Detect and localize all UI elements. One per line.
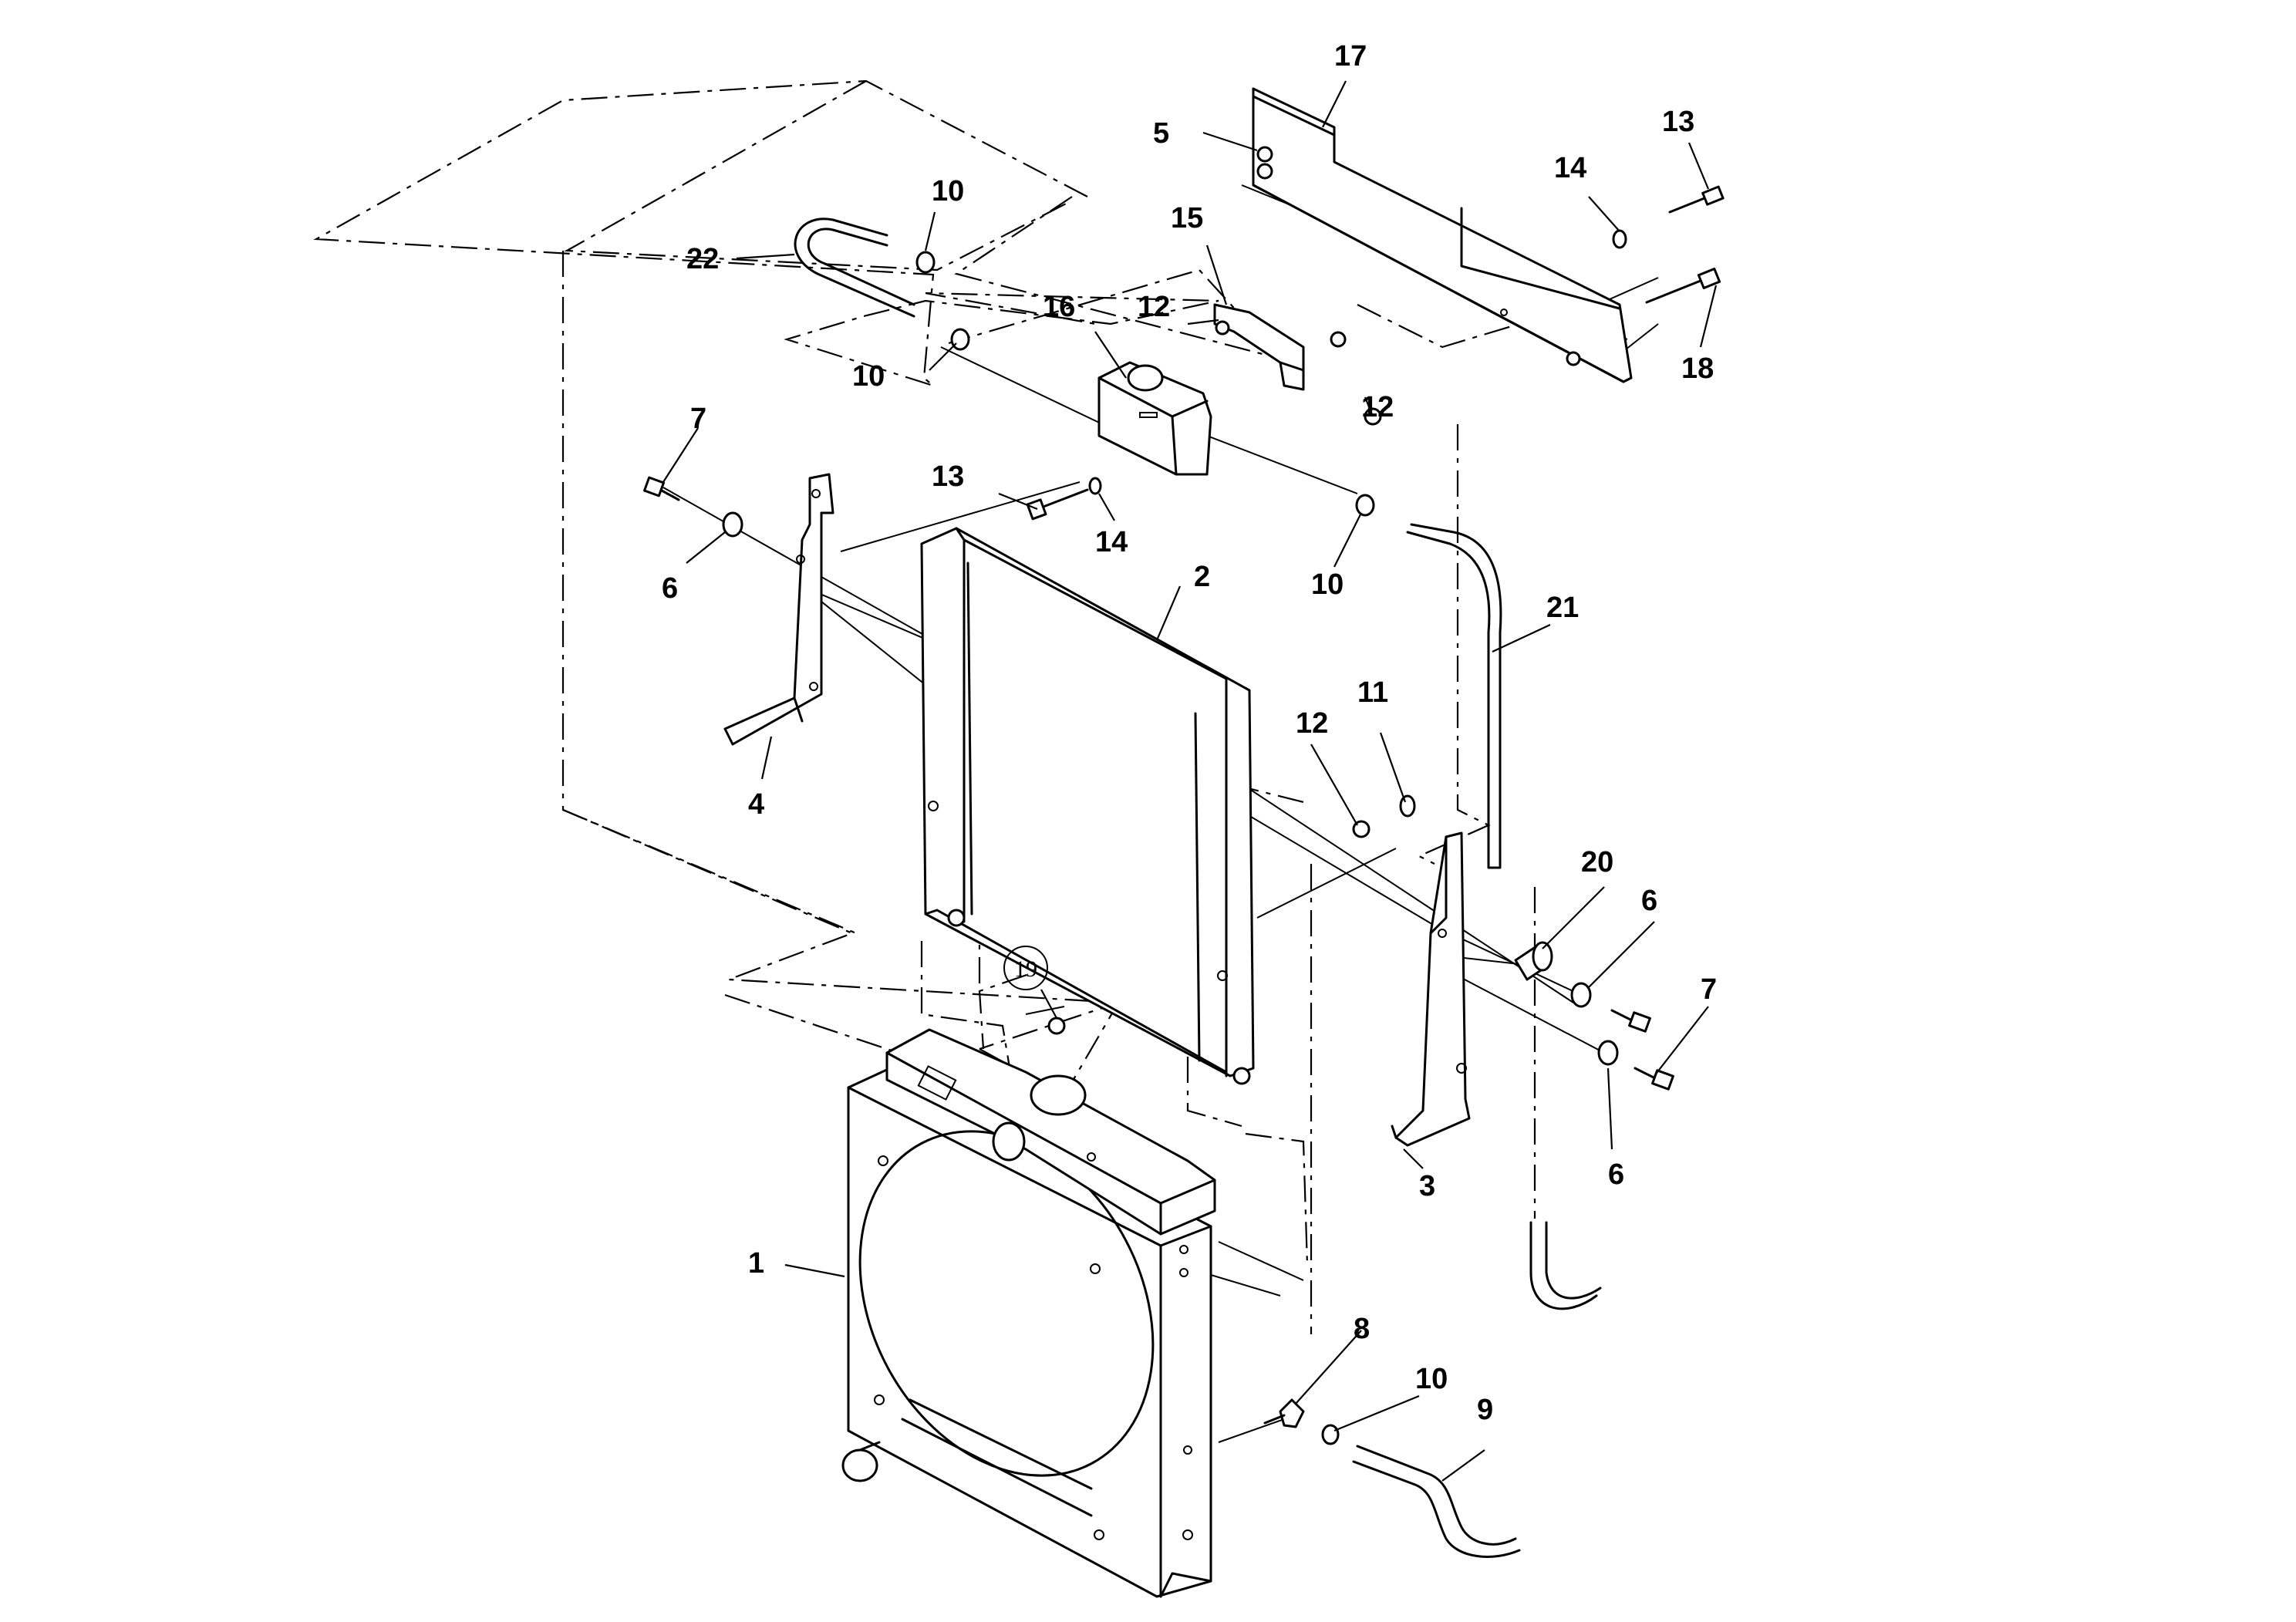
nut-icon [1256, 146, 1273, 163]
callout-3: 3 [1419, 1170, 1435, 1202]
callout-8: 8 [1354, 1313, 1370, 1345]
left-bracket [723, 473, 834, 746]
callout-20: 20 [1581, 846, 1613, 878]
callout-18: 18 [1681, 352, 1714, 385]
condenser-frame [920, 527, 1255, 1085]
callout-21: 21 [1546, 592, 1579, 624]
callout-16: 16 [1043, 291, 1075, 323]
hose-22 [794, 218, 915, 318]
callout-4: 4 [748, 788, 764, 821]
bolt-7-left [643, 476, 680, 501]
clamp-10-a [915, 251, 936, 274]
callout-12-right: 12 [1361, 391, 1394, 423]
inlet-pipe-icon [992, 1121, 1026, 1162]
lower-right-hose [1529, 1221, 1602, 1310]
callout-numbers: 1 2 3 4 5 6 6 6 7 7 8 9 10 10 10 10 11 1… [662, 40, 1717, 1426]
hose-clamp-20 [1514, 941, 1553, 981]
nut-icon [1566, 351, 1581, 366]
callout-13-left: 13 [932, 460, 964, 493]
tank-cap-icon [1127, 364, 1164, 392]
washer-14-top [1612, 229, 1627, 249]
callout-7-left: 7 [690, 403, 706, 435]
callout-14-top: 14 [1554, 152, 1586, 184]
right-bracket [1391, 831, 1471, 1147]
callout-15: 15 [1171, 202, 1203, 234]
washer-6-left [722, 511, 743, 538]
drain-hose-9 [1352, 1445, 1521, 1558]
callout-10-mid-right: 10 [1311, 568, 1344, 601]
callout-leaders [663, 80, 1718, 1482]
callout-6-right-bottom: 6 [1608, 1158, 1624, 1191]
callout-1: 1 [748, 1247, 764, 1280]
bolt-13-top [1668, 185, 1725, 214]
callout-5: 5 [1153, 117, 1169, 150]
callout-6-left: 6 [662, 572, 678, 605]
washer-6-right-a [1570, 982, 1592, 1008]
washer-6-right-b [1597, 1040, 1619, 1066]
callout-10-top: 10 [932, 175, 964, 207]
drain-cock [1263, 1398, 1305, 1428]
tank-bracket [1213, 303, 1347, 391]
callout-6-right-top: 6 [1641, 885, 1657, 917]
nut-icon [1330, 331, 1347, 348]
callout-17: 17 [1334, 40, 1367, 73]
washer-14-left [1088, 477, 1102, 495]
bolt-7-right-b [1633, 1067, 1674, 1091]
callout-14-left: 14 [1095, 526, 1128, 558]
top-shroud-panel [1252, 87, 1633, 383]
radiator [841, 1028, 1216, 1598]
callout-12-top: 12 [1138, 291, 1170, 323]
callout-22: 22 [686, 243, 719, 275]
reservoir-tank [1097, 361, 1212, 476]
washer-11 [1399, 794, 1416, 818]
callout-2: 2 [1194, 561, 1210, 593]
nut-icon [1256, 163, 1273, 180]
callout-13-top: 13 [1662, 106, 1694, 138]
callout-19-circle [1003, 946, 1048, 990]
outlet-pipe-icon [841, 1448, 878, 1482]
callout-9: 9 [1477, 1394, 1493, 1426]
callout-10-mid-left: 10 [852, 360, 885, 393]
radiator-cap-icon [1030, 1074, 1087, 1116]
callout-11: 11 [1357, 676, 1388, 709]
callout-19: 19 [1014, 956, 1037, 982]
clamp-10-d [1321, 1424, 1340, 1445]
clamp-10-c [1355, 494, 1375, 517]
bolt-18 [1645, 268, 1721, 304]
callout-7-right: 7 [1701, 973, 1717, 1006]
hose-21 [1406, 523, 1502, 869]
callout-12-mid: 12 [1296, 707, 1328, 740]
bolt-7-right-a [1610, 1009, 1651, 1033]
nut-19 [1047, 1017, 1066, 1035]
callout-10-bottom: 10 [1415, 1363, 1448, 1395]
nut-icon [1215, 320, 1230, 336]
